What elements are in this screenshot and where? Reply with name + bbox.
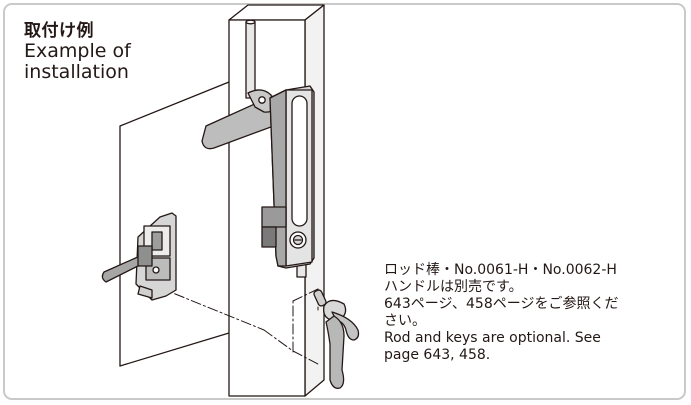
note-text: ロッド棒・No.0061-H・No.0062-H ハンドルは別売です。 643ペ… bbox=[384, 262, 676, 364]
rod bbox=[245, 19, 256, 99]
small-latch-unit bbox=[101, 212, 177, 301]
lever-arm bbox=[201, 89, 290, 150]
note-line: ハンドルは別売です。 bbox=[384, 279, 523, 295]
note-line: さい。 bbox=[384, 313, 426, 329]
note-line: 643ページ、458ページをご参照くだ bbox=[384, 296, 619, 312]
t-handle-key bbox=[313, 289, 360, 389]
note-line: ロッド棒・No.0061-H・No.0062-H bbox=[384, 262, 617, 278]
title-block: 取付け例 Example of installation bbox=[24, 21, 131, 83]
title-japanese: 取付け例 bbox=[24, 21, 94, 41]
note-line: Rod and keys are optional. See bbox=[384, 330, 601, 346]
handle-body bbox=[261, 85, 315, 269]
title-english-line-2: installation bbox=[24, 61, 129, 83]
note-line: page 643, 458. bbox=[384, 347, 491, 363]
title-english-line-1: Example of bbox=[24, 40, 131, 62]
cabinet-back-panel bbox=[119, 81, 230, 367]
